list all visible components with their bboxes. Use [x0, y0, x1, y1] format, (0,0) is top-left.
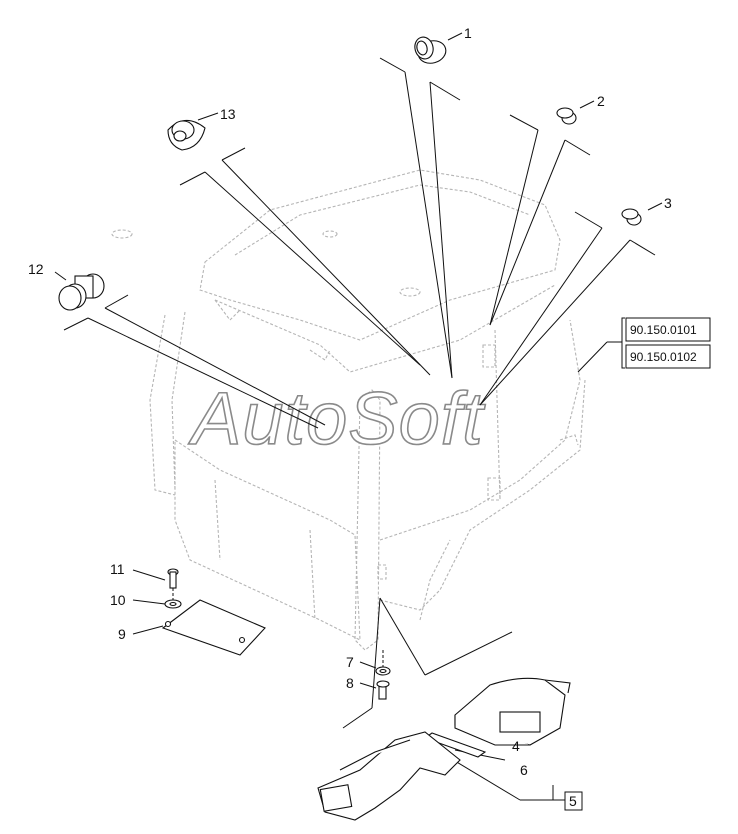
part-3-plug: [621, 208, 642, 226]
part-10-washer: [164, 599, 182, 609]
callout-2: 2: [597, 93, 605, 109]
part-11-screw: [167, 568, 179, 589]
callout-6: 6: [520, 762, 528, 778]
callout-5: 5: [569, 793, 577, 809]
callout-1: 1: [464, 25, 472, 41]
leader-lines: [54, 32, 663, 801]
reference-label-1[interactable]: 90.150.0101: [630, 323, 697, 337]
reference-label-2[interactable]: 90.150.0102: [630, 350, 697, 364]
part-5-duct: [317, 731, 461, 821]
callout-7: 7: [346, 654, 354, 670]
part-2-plug: [556, 107, 577, 125]
callout-8: 8: [346, 675, 354, 691]
callout-numbers: 1 2 3 13 12 11 10 9 7 8 4 6 5: [28, 25, 672, 811]
part-9-cover-plate: [161, 599, 266, 656]
callout-3: 3: [664, 195, 672, 211]
callout-10: 10: [110, 592, 126, 608]
part-6-gasket: [423, 732, 487, 758]
callout-9: 9: [118, 626, 126, 642]
part-8-screw: [376, 680, 390, 700]
watermark-text: AutoSoft: [188, 377, 486, 460]
part-7-washer: [375, 666, 391, 676]
part-1-plug: [414, 36, 447, 64]
callout-5-box: [564, 791, 583, 811]
reference-boxes: 90.150.0101 90.150.0102: [621, 317, 711, 369]
callout-4: 4: [512, 738, 520, 754]
reference-box-1[interactable]: [625, 317, 711, 342]
callout-11: 11: [110, 561, 125, 577]
reference-box-2[interactable]: [625, 344, 711, 369]
part-13-grommet: [167, 119, 206, 151]
callout-12: 12: [28, 261, 44, 277]
callout-13: 13: [220, 106, 236, 122]
part-12-plug: [58, 273, 105, 311]
part-4-air-box: [454, 677, 571, 746]
